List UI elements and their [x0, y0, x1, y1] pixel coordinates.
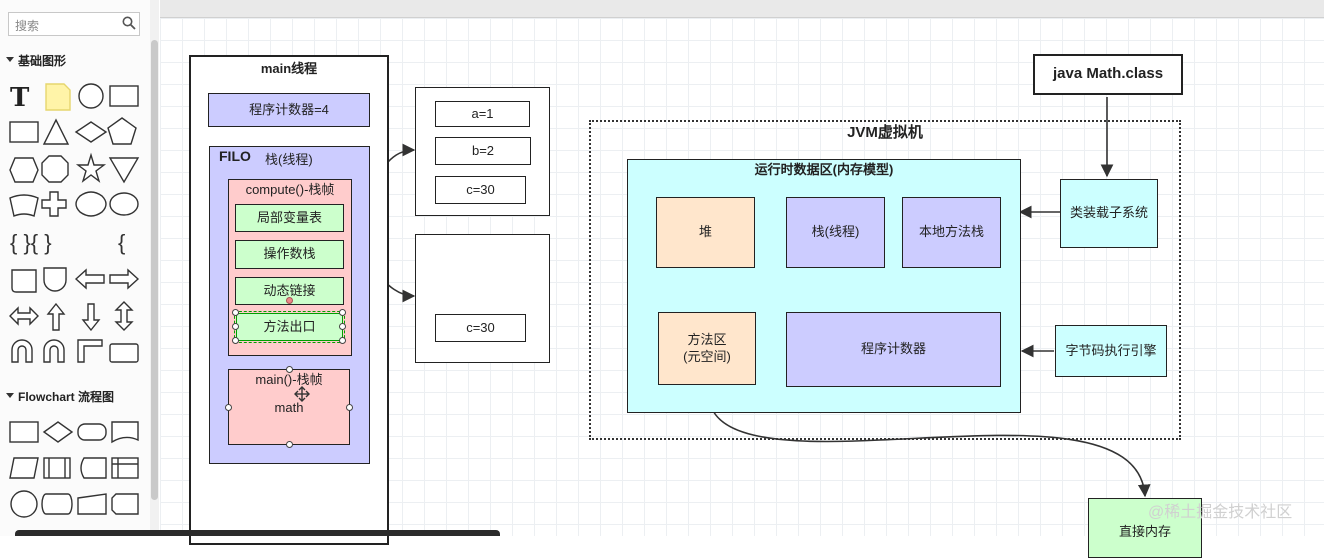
runtime-area-title: 运行时数据区(内存模型)	[754, 162, 894, 177]
java-class-box[interactable]: java Math.class	[1033, 54, 1183, 95]
main-pc-box[interactable]: 程序计数器=4	[208, 93, 370, 127]
filo-label: FILO	[219, 148, 251, 164]
class-loader-box[interactable]: 类装载子系统	[1060, 179, 1158, 248]
var-b-box[interactable]: b=2	[435, 137, 531, 165]
jvm-pc-box[interactable]: 程序计数器	[786, 312, 1001, 387]
var-c-box[interactable]: c=30	[435, 176, 526, 204]
main-frame-box[interactable]: main()-栈帧 math	[228, 369, 350, 445]
jvm-container[interactable]: JVM虚拟机	[589, 120, 1181, 440]
svg-text:{ }{ }: { }{ }	[10, 230, 52, 255]
canvas-ruler	[160, 0, 1324, 18]
resize-handle[interactable]	[339, 309, 346, 316]
jvm-title: JVM虚拟机	[847, 124, 923, 141]
watermark: @稀土掘金技术社区	[1148, 504, 1293, 521]
exec-engine-box[interactable]: 字节码执行引擎	[1055, 325, 1167, 377]
operand-detail-box[interactable]	[415, 234, 550, 363]
resize-handle[interactable]	[232, 323, 239, 330]
operand-stack-box[interactable]: 操作数栈	[235, 240, 344, 269]
resize-handle[interactable]	[339, 337, 346, 344]
operand-c-box[interactable]: c=30	[435, 314, 526, 342]
var-a-box[interactable]: a=1	[435, 101, 530, 127]
rotate-handle[interactable]	[286, 297, 293, 304]
connection-point[interactable]	[286, 366, 293, 373]
method-exit-box[interactable]: 方法出口	[234, 311, 345, 343]
connection-point[interactable]	[286, 441, 293, 448]
taskbar-strip	[15, 530, 500, 536]
section-flowchart[interactable]: Flowchart 流程图	[0, 384, 152, 406]
jvm-stack-box[interactable]: 栈(线程)	[786, 197, 885, 268]
search-input[interactable]: 搜索	[8, 12, 140, 36]
section-flowchart-label: Flowchart 流程图	[18, 390, 115, 404]
native-stack-box[interactable]: 本地方法栈	[902, 197, 1001, 268]
flowchart-shapes-palette[interactable]	[6, 414, 142, 536]
sidebar-scroll-thumb[interactable]	[151, 40, 158, 500]
local-vars-box[interactable]: 局部变量表	[235, 204, 344, 232]
main-frame-label: main()-栈帧	[255, 372, 323, 387]
method-area-box[interactable]: 方法区 (元空间)	[658, 312, 756, 385]
resize-handle[interactable]	[339, 323, 346, 330]
compute-frame-label: compute()-栈帧	[245, 182, 335, 197]
connection-point[interactable]	[346, 404, 353, 411]
svg-text:{: {	[118, 230, 125, 255]
stack-label: 栈(线程)	[265, 152, 313, 167]
resize-handle[interactable]	[232, 309, 239, 316]
search-icon[interactable]	[122, 16, 136, 30]
shape-sidebar: 搜索 基础图形 T {	[0, 0, 152, 536]
section-basic-label: 基础图形	[18, 54, 67, 68]
connection-point[interactable]	[225, 404, 232, 411]
heap-box[interactable]: 堆	[656, 197, 755, 268]
main-thread-title: main线程	[260, 61, 318, 76]
move-cursor-icon	[294, 386, 310, 402]
basic-shapes-palette[interactable]: T { }{ } {	[6, 78, 142, 370]
section-basic-shapes[interactable]: 基础图形	[0, 48, 152, 70]
main-frame-body: math	[274, 400, 304, 416]
svg-text:T: T	[10, 83, 30, 113]
resize-handle[interactable]	[232, 337, 239, 344]
